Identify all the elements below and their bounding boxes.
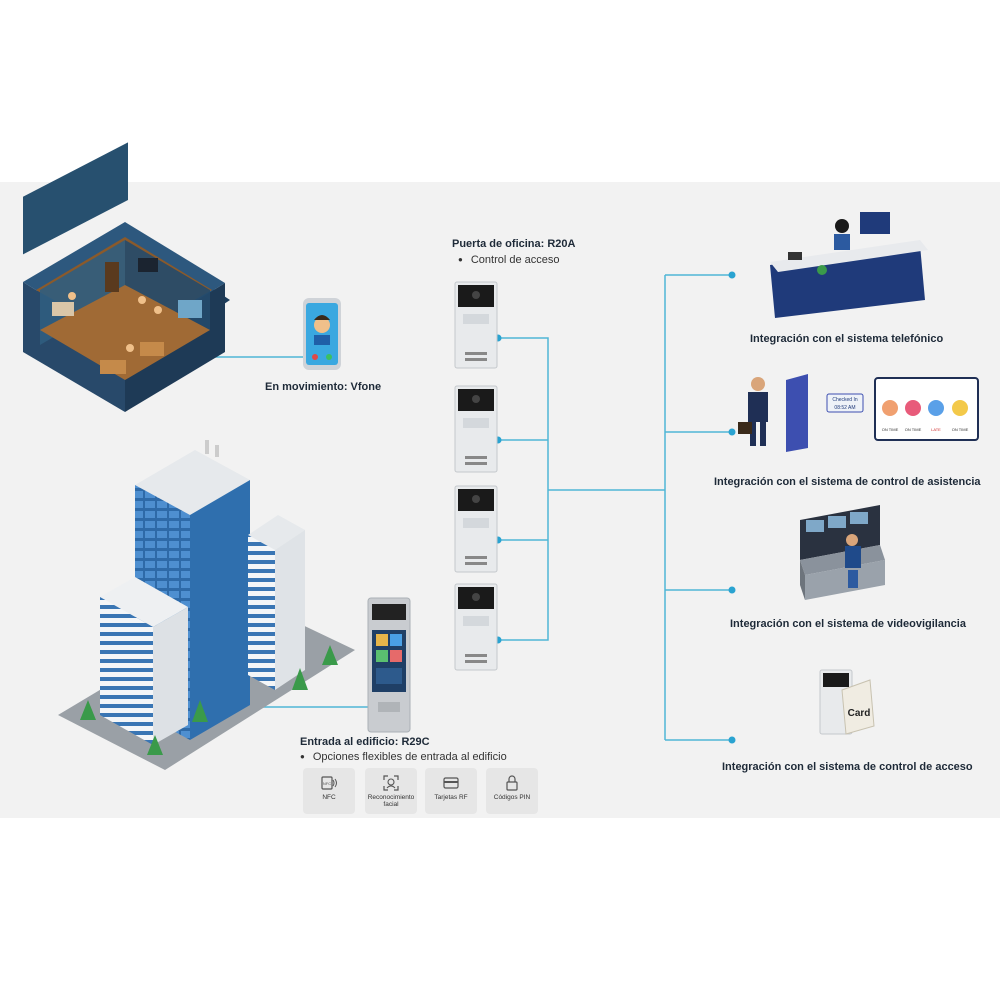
feature-rf-card: Tarjetas RF	[425, 768, 477, 814]
integration-label-video: Integración con el sistema de videovigil…	[730, 618, 966, 630]
integration-label-phone: Integración con el sistema telefónico	[750, 333, 944, 345]
reception-desk-illustration	[770, 212, 928, 318]
feature-label-pin: Códigos PIN	[493, 794, 531, 801]
connection-lines	[205, 274, 732, 741]
building-panel-r29c	[367, 597, 411, 733]
mobile-title: En movimiento: Vfone	[265, 381, 382, 393]
pin-lock-icon	[506, 775, 518, 791]
feature-label-rf: Tarjetas RF	[434, 794, 468, 801]
face-recognition-icon	[383, 775, 399, 791]
office-door-title: Puerta de oficina: R20A	[452, 238, 576, 250]
integration-label-access: Integración con el sistema de control de…	[722, 761, 973, 773]
office-buildings-illustration	[58, 440, 355, 770]
door-panels-r20a	[454, 281, 498, 671]
on-time-text-2: ON TIME	[905, 427, 922, 432]
feature-pin-code: Códigos PIN	[486, 768, 538, 814]
on-time-text-1: ON TIME	[882, 427, 899, 432]
checked-in-time-text: 08:52 AM	[834, 405, 855, 411]
feature-face-recognition: Reconocimiento facial	[365, 768, 417, 814]
surveillance-illustration	[800, 505, 885, 600]
late-text: LATE	[931, 427, 941, 432]
access-card-illustration: Card	[819, 669, 875, 735]
feature-nfc: NFC NFC	[303, 768, 355, 814]
feature-label-nfc: NFC	[322, 794, 336, 801]
feature-label-face: Reconocimiento facial	[367, 794, 415, 808]
nfc-icon-text: NFC	[323, 781, 331, 786]
building-entrance-title: Entrada al edificio: R29C	[300, 736, 430, 748]
smartphone-illustration	[303, 298, 341, 370]
cafe-room-illustration	[23, 142, 230, 412]
integration-label-attendance: Integración con el sistema de control de…	[714, 476, 981, 488]
rf-card-icon	[443, 777, 459, 789]
attendance-illustration: Checked In 08:52 AM ON TIME ON TIME LATE…	[738, 374, 979, 452]
nfc-icon: NFC	[321, 776, 337, 790]
building-entrance-bullet: Opciones flexibles de entrada al edifici…	[300, 751, 507, 763]
checked-in-text: Checked In	[832, 397, 858, 403]
on-time-text-3: ON TIME	[952, 427, 969, 432]
office-door-bullet: Control de acceso	[458, 254, 560, 266]
card-text: Card	[848, 708, 871, 719]
